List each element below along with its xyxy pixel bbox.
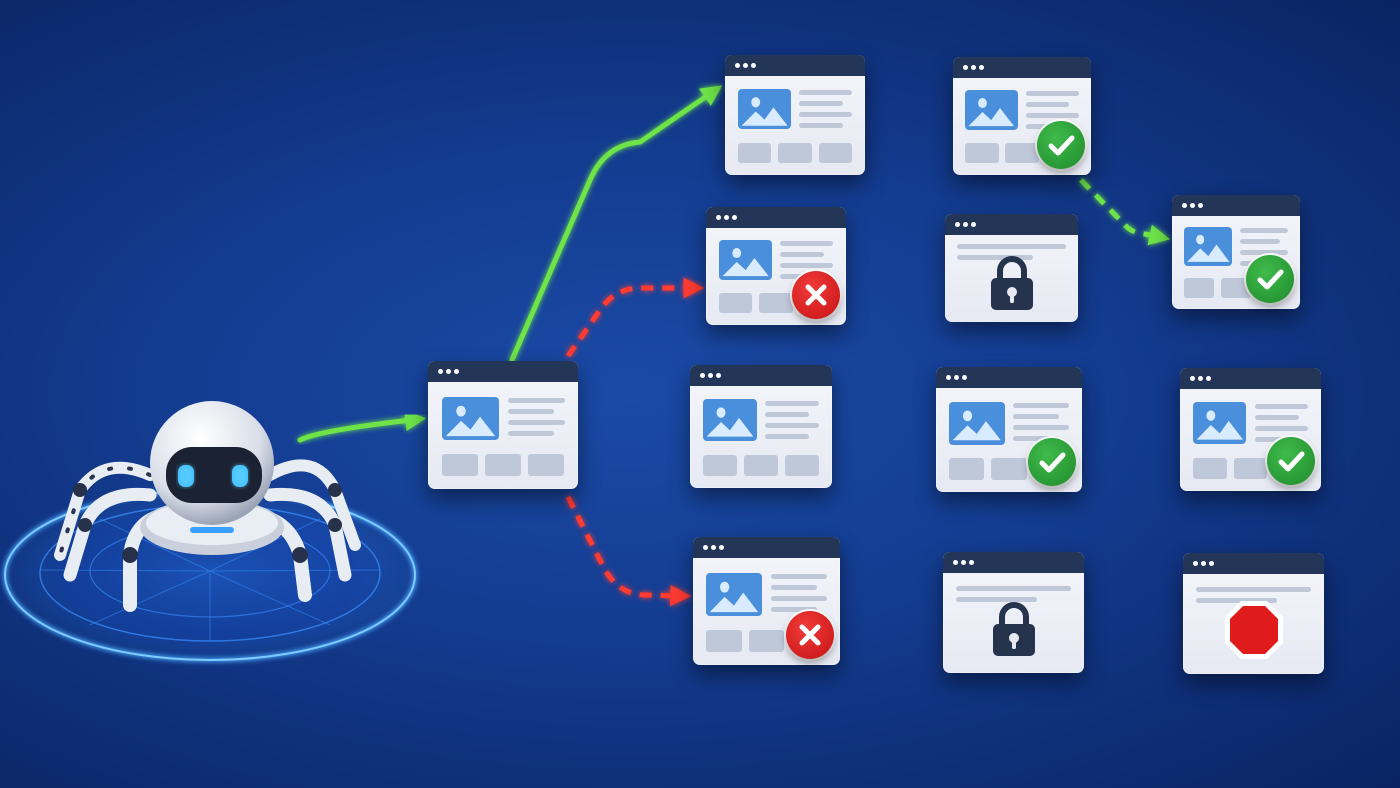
page-node-d3 (1183, 553, 1324, 674)
window-dot-icon (1190, 376, 1195, 381)
window-dot-icon (963, 65, 968, 70)
window-titlebar (1172, 195, 1300, 216)
thumbnail-row (702, 454, 820, 476)
window-dot-icon (955, 222, 960, 227)
window-dot-icon (700, 373, 705, 378)
image-placeholder-icon (706, 572, 763, 617)
window-dot-icon (979, 65, 984, 70)
crawler-robot (0, 395, 440, 685)
checkmark-icon (1037, 121, 1085, 169)
text-lines (799, 89, 853, 134)
text-lines (770, 574, 827, 618)
image-placeholder-icon (1192, 402, 1247, 445)
page-node-b2 (945, 214, 1078, 322)
page-node-b1 (706, 207, 846, 325)
checkmark-icon (1246, 255, 1294, 303)
window-dot-icon (963, 222, 968, 227)
window-dot-icon (969, 560, 974, 565)
window-dot-icon (751, 63, 756, 68)
text-lines (955, 585, 1072, 608)
window-titlebar (725, 55, 865, 76)
window-dot-icon (724, 215, 729, 220)
robot-spider-icon (0, 401, 420, 663)
window-dot-icon (711, 545, 716, 550)
window-dot-icon (962, 375, 967, 380)
page-node-a1 (725, 55, 865, 175)
edge-root-to-b1-blocked (565, 277, 705, 358)
page-node-root (428, 361, 578, 489)
stop-sign-icon (1222, 598, 1286, 662)
padlock-icon (989, 600, 1039, 658)
padlock-icon (987, 254, 1037, 312)
window-titlebar (943, 552, 1084, 573)
window-dot-icon (1201, 561, 1206, 566)
window-dot-icon (954, 375, 959, 380)
image-placeholder-icon (441, 396, 499, 441)
window-dot-icon (716, 215, 721, 220)
window-titlebar (945, 214, 1078, 235)
window-titlebar (1183, 553, 1324, 574)
window-dot-icon (971, 65, 976, 70)
image-placeholder-icon (737, 88, 791, 130)
window-dot-icon (1209, 561, 1214, 566)
window-dot-icon (1206, 376, 1211, 381)
window-titlebar (936, 367, 1082, 388)
window-titlebar (706, 207, 846, 228)
window-dot-icon (1190, 203, 1195, 208)
text-lines (765, 400, 820, 445)
window-dot-icon (1182, 203, 1187, 208)
window-titlebar (690, 365, 832, 386)
window-dot-icon (716, 373, 721, 378)
window-dot-icon (1193, 561, 1198, 566)
window-dot-icon (1198, 203, 1203, 208)
thumbnail-row (965, 143, 1079, 164)
checkmark-icon (1267, 437, 1315, 485)
window-dot-icon (446, 369, 451, 374)
text-lines (956, 244, 1067, 266)
window-dot-icon (953, 560, 958, 565)
page-node-a3 (1172, 195, 1300, 309)
window-titlebar (1180, 368, 1321, 389)
thumbnail-row (441, 454, 565, 477)
window-dot-icon (454, 369, 459, 374)
window-dot-icon (438, 369, 443, 374)
window-titlebar (953, 57, 1091, 78)
page-node-a2 (953, 57, 1091, 175)
image-placeholder-icon (965, 90, 1018, 131)
checkmark-icon (1028, 438, 1076, 486)
window-dot-icon (1198, 376, 1203, 381)
window-dot-icon (961, 560, 966, 565)
window-dot-icon (735, 63, 740, 68)
window-dot-icon (971, 222, 976, 227)
text-lines (1013, 403, 1069, 447)
window-dot-icon (743, 63, 748, 68)
window-titlebar (428, 361, 578, 382)
thumbnail-row (737, 142, 853, 163)
image-placeholder-icon (718, 240, 772, 281)
image-placeholder-icon (949, 402, 1005, 445)
window-titlebar (693, 537, 840, 558)
window-dot-icon (708, 373, 713, 378)
error-x-icon (792, 271, 840, 319)
page-node-c3 (1180, 368, 1321, 491)
error-x-icon (786, 611, 834, 659)
window-dot-icon (719, 545, 724, 550)
page-node-d1 (693, 537, 840, 665)
window-dot-icon (703, 545, 708, 550)
edge-root-to-a1-allowed (509, 85, 723, 363)
image-placeholder-icon (702, 399, 757, 442)
text-lines (1254, 403, 1309, 448)
window-dot-icon (732, 215, 737, 220)
image-placeholder-icon (1183, 226, 1233, 266)
window-dot-icon (946, 375, 951, 380)
text-lines (1195, 586, 1312, 609)
page-node-c2 (936, 367, 1082, 492)
edge-root-to-d1-blocked (565, 495, 692, 607)
text-lines (507, 398, 565, 442)
page-node-d2 (943, 552, 1084, 673)
edge-a2-to-a3-allowed (1079, 178, 1171, 246)
page-node-c1 (690, 365, 832, 488)
